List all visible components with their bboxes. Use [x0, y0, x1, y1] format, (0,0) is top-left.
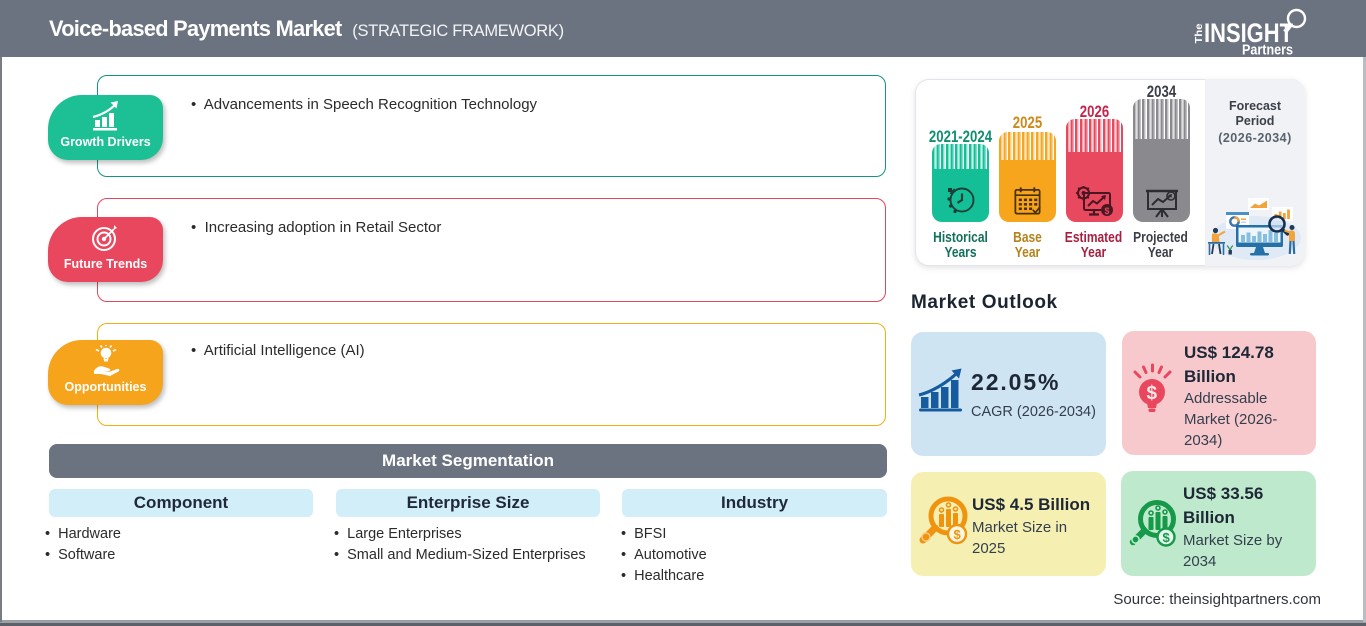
svg-text:$: $	[1163, 530, 1171, 545]
svg-text:$: $	[1147, 383, 1158, 404]
svg-text:$: $	[1105, 206, 1110, 216]
svg-text:INSIGHT: INSIGHT	[1204, 18, 1293, 48]
svg-text:$: $	[954, 527, 962, 542]
svg-text:The: The	[1193, 23, 1205, 43]
svg-text:Partners: Partners	[1242, 42, 1293, 59]
